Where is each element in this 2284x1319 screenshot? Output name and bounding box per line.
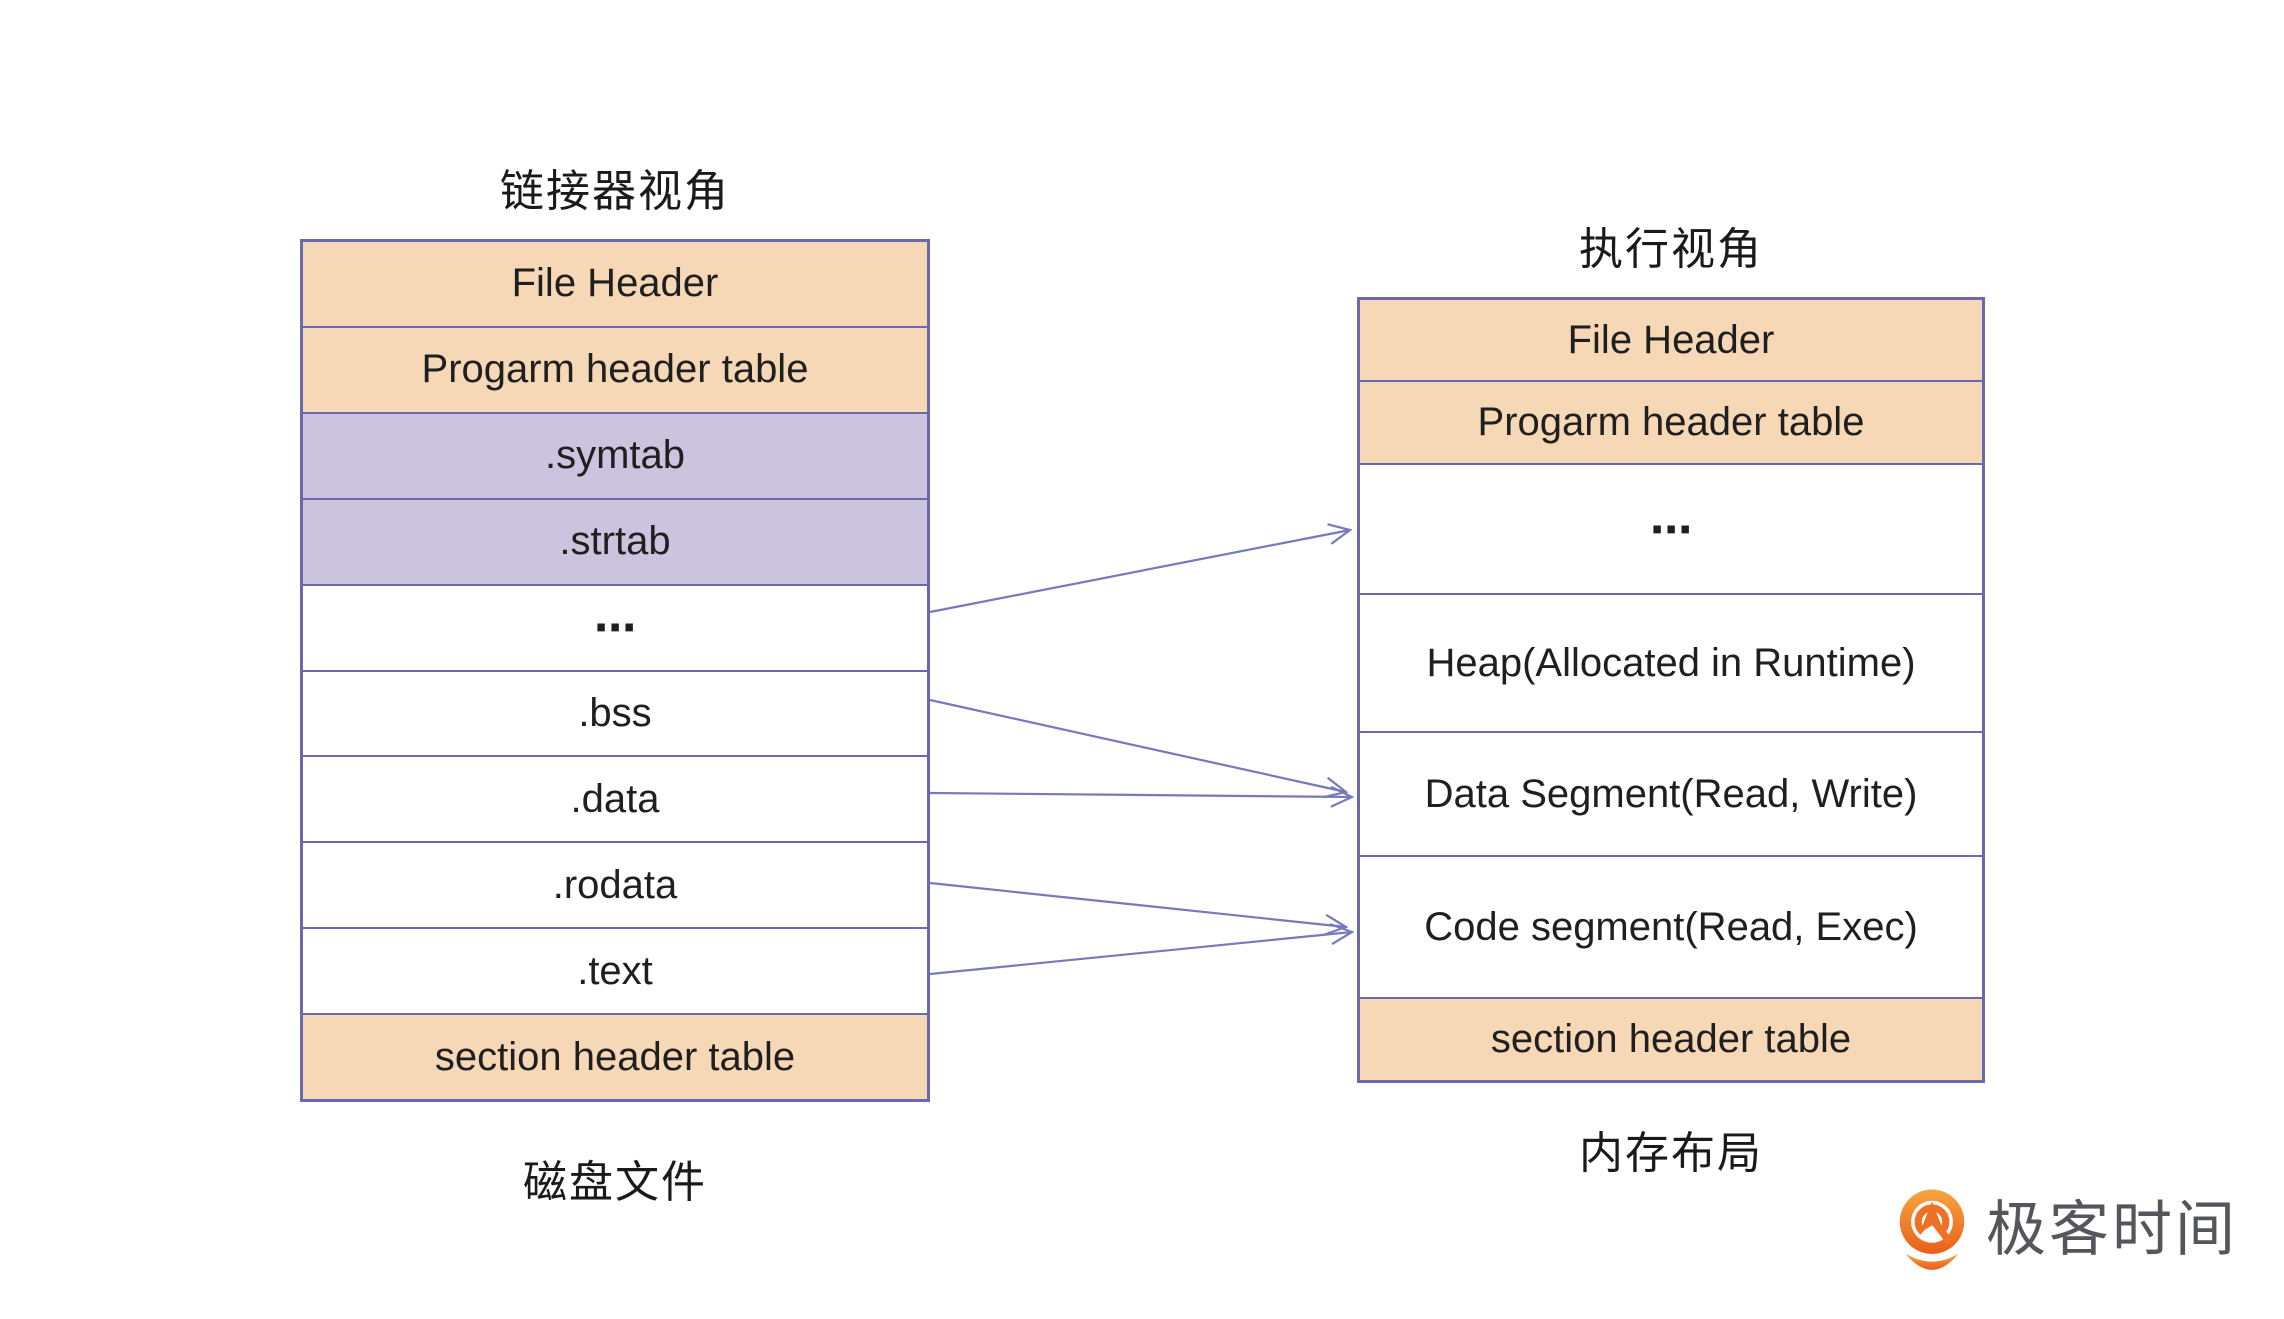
geektime-pin-icon	[1899, 1189, 1965, 1270]
row-file-header: File Header	[303, 242, 927, 326]
row-progarm-header-table: Progarm header table	[303, 325, 927, 412]
row-strtab: .strtab	[303, 497, 927, 584]
disk-file-table: File Header Progarm header table .symtab…	[300, 239, 930, 1102]
arrow-data-to-data-segment	[929, 793, 1352, 797]
row-mem-file-header: File Header	[1360, 300, 1982, 381]
row-ellipsis-disk: ⋯	[303, 583, 927, 670]
row-text: .text	[303, 927, 927, 1014]
arrow-dots-to-dots	[929, 530, 1350, 614]
right-column-title: 执行视角	[1579, 225, 1763, 274]
row-mem-progarm-header-table: Progarm header table	[1360, 380, 1982, 464]
left-column-caption: 磁盘文件	[523, 1158, 707, 1207]
geektime-logo: 极客时间	[1898, 1188, 2238, 1278]
right-column-caption: 内存布局	[1579, 1129, 1763, 1178]
row-rodata: .rodata	[303, 841, 927, 928]
arrow-bss-to-data-segment	[929, 698, 1346, 792]
row-data: .data	[303, 755, 927, 842]
row-symtab: .symtab	[303, 411, 927, 498]
row-ellipsis-memory: ⋯	[1360, 463, 1982, 594]
row-section-header-table: section header table	[303, 1013, 927, 1100]
memory-layout-table: File Header Progarm header table ⋯ Heap(…	[1357, 297, 1985, 1083]
arrow-text-to-code-segment	[929, 932, 1352, 976]
arrow-rodata-to-code-segment	[929, 881, 1346, 927]
row-code-segment: Code segment(Read, Exec)	[1360, 855, 1982, 997]
left-column-title: 链接器视角	[500, 167, 730, 216]
row-mem-section-header-table: section header table	[1360, 996, 1982, 1080]
row-data-segment: Data Segment(Read, Write)	[1360, 731, 1982, 856]
geektime-logo-text: 极客时间	[1986, 1196, 2238, 1263]
row-heap: Heap(Allocated in Runtime)	[1360, 593, 1982, 732]
row-bss: .bss	[303, 669, 927, 756]
